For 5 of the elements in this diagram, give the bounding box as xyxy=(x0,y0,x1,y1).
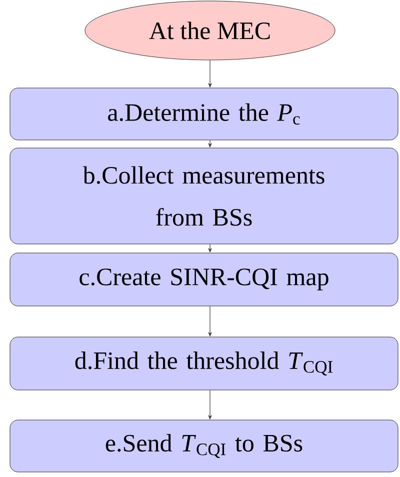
process-box: e.Send T$_{CQI}$ to BSs xyxy=(10,420,398,472)
process-box: a.Determine the P$_{c}$ xyxy=(10,88,398,140)
process-box: b.Collect measurements from BSs xyxy=(10,148,398,244)
process-box: d.Find the threshold T$_{CQI}$ xyxy=(10,336,398,390)
process-box: c.Create SINR-CQI map xyxy=(10,252,398,306)
